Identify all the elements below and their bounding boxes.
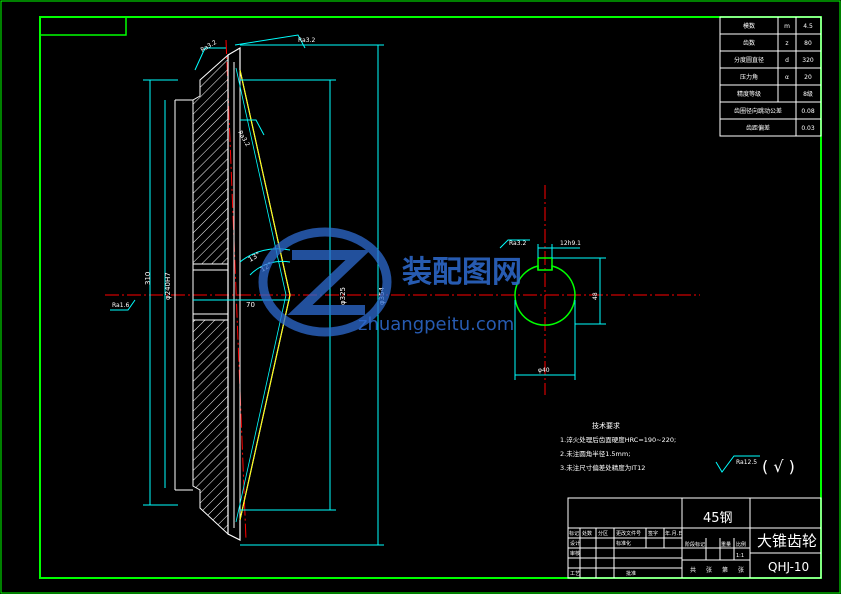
drawing-number: QHJ-10 [768,560,809,574]
bore-diameter: φ40 [538,367,550,374]
note-2: 2.未注圆角半径1.5mm; [560,449,630,458]
dim-phi240: φ240H7 [164,272,172,300]
inner-border [39,16,822,579]
dimension-lines [110,34,384,546]
param-value: 20 [804,74,812,81]
roughness-symbol [715,455,760,473]
keyway-width: 12h9.1 [560,240,581,247]
gear-parameter-table [719,16,822,137]
param-symbol: d [785,57,789,64]
approve: 批准 [626,570,636,577]
param-name: 齿数 [743,39,755,47]
param-name: 压力角 [740,73,758,81]
hub-end-view [499,239,606,380]
param-value: 0.03 [801,125,815,132]
param-value: 8级 [803,90,813,98]
roughness-2: Ra3.2 [298,37,315,44]
pitch-cone-line [225,39,247,541]
param-name: 齿距偏差 [746,124,770,132]
param-value: 80 [804,40,812,47]
param-symbol: z [785,40,788,47]
param-symbol: m [784,23,790,30]
hdr-zone: 分区 [598,530,608,537]
param-name: 模数 [743,22,755,30]
roughness-1: Ra3.2 [200,39,219,54]
param-symbol: α [785,74,789,81]
roughness-other: Ra12.5 [736,459,757,466]
hdr-sign: 签字 [648,530,658,537]
watermark-en: zhuangpeitu.com [358,314,514,335]
roughness-3: Ra3.2 [236,130,251,149]
row-process: 工艺 [570,571,580,577]
hdr-date: 年.月.日 [665,530,683,537]
roughness-4: Ra1.6 [112,302,129,309]
roughness-other-symbol: ( √ ) [762,457,795,476]
scale: 1:1 [736,553,744,559]
roughness-keyway: Ra3.2 [509,240,526,247]
param-rows: 模数 m 4.5 齿数 z 80 分度圆直径 d 320 压力角 α 20 精度等级 8级齿圈径向跳动公差… [734,22,815,132]
dim-phi325: φ325 [339,287,347,305]
corner-box [39,16,127,36]
param-name: 精度等级 [737,90,761,98]
keyway-height: 48 [592,292,599,300]
dim-70: 70 [246,301,255,309]
notes-title: 技术要求 [592,421,620,430]
row-review: 审核 [570,550,580,557]
hdr-mark: 标记 [569,530,579,537]
sheet-total-pre: 共 [690,566,696,574]
param-name: 齿圈径向跳动公差 [734,107,782,115]
watermark [258,227,392,337]
param-value: 320 [802,57,814,64]
watermark-cn: 装配图网 [402,255,522,290]
row-design: 设计 [570,540,580,547]
dim-angle-1: 13° [247,251,262,264]
hdr-change: 更改文件号 [616,530,641,537]
standardization: 标准化 [616,540,631,547]
hdr-count: 处数 [582,530,592,537]
title-block [567,497,822,579]
sheet-total-post: 张 [706,566,712,574]
param-value: 0.08 [801,108,815,115]
part-name: 大锥齿轮 [757,532,817,550]
note-3: 3.未注尺寸偏差处精度为IT12 [560,463,645,472]
param-name: 分度圆直径 [734,56,764,64]
note-1: 1.淬火处理后齿面硬度HRC=190~220; [560,435,676,444]
gear-section-view [174,46,291,541]
weight: 重量 [721,541,731,548]
sheet-num-pre: 第 [722,566,728,574]
sheet-num-post: 张 [738,566,744,574]
param-value: 4.5 [803,23,813,30]
dim-310: 310 [144,272,152,285]
material: 45钢 [703,511,733,526]
ratio: 比例 [736,541,746,548]
stage-mark: 阶段标记 [685,541,705,548]
